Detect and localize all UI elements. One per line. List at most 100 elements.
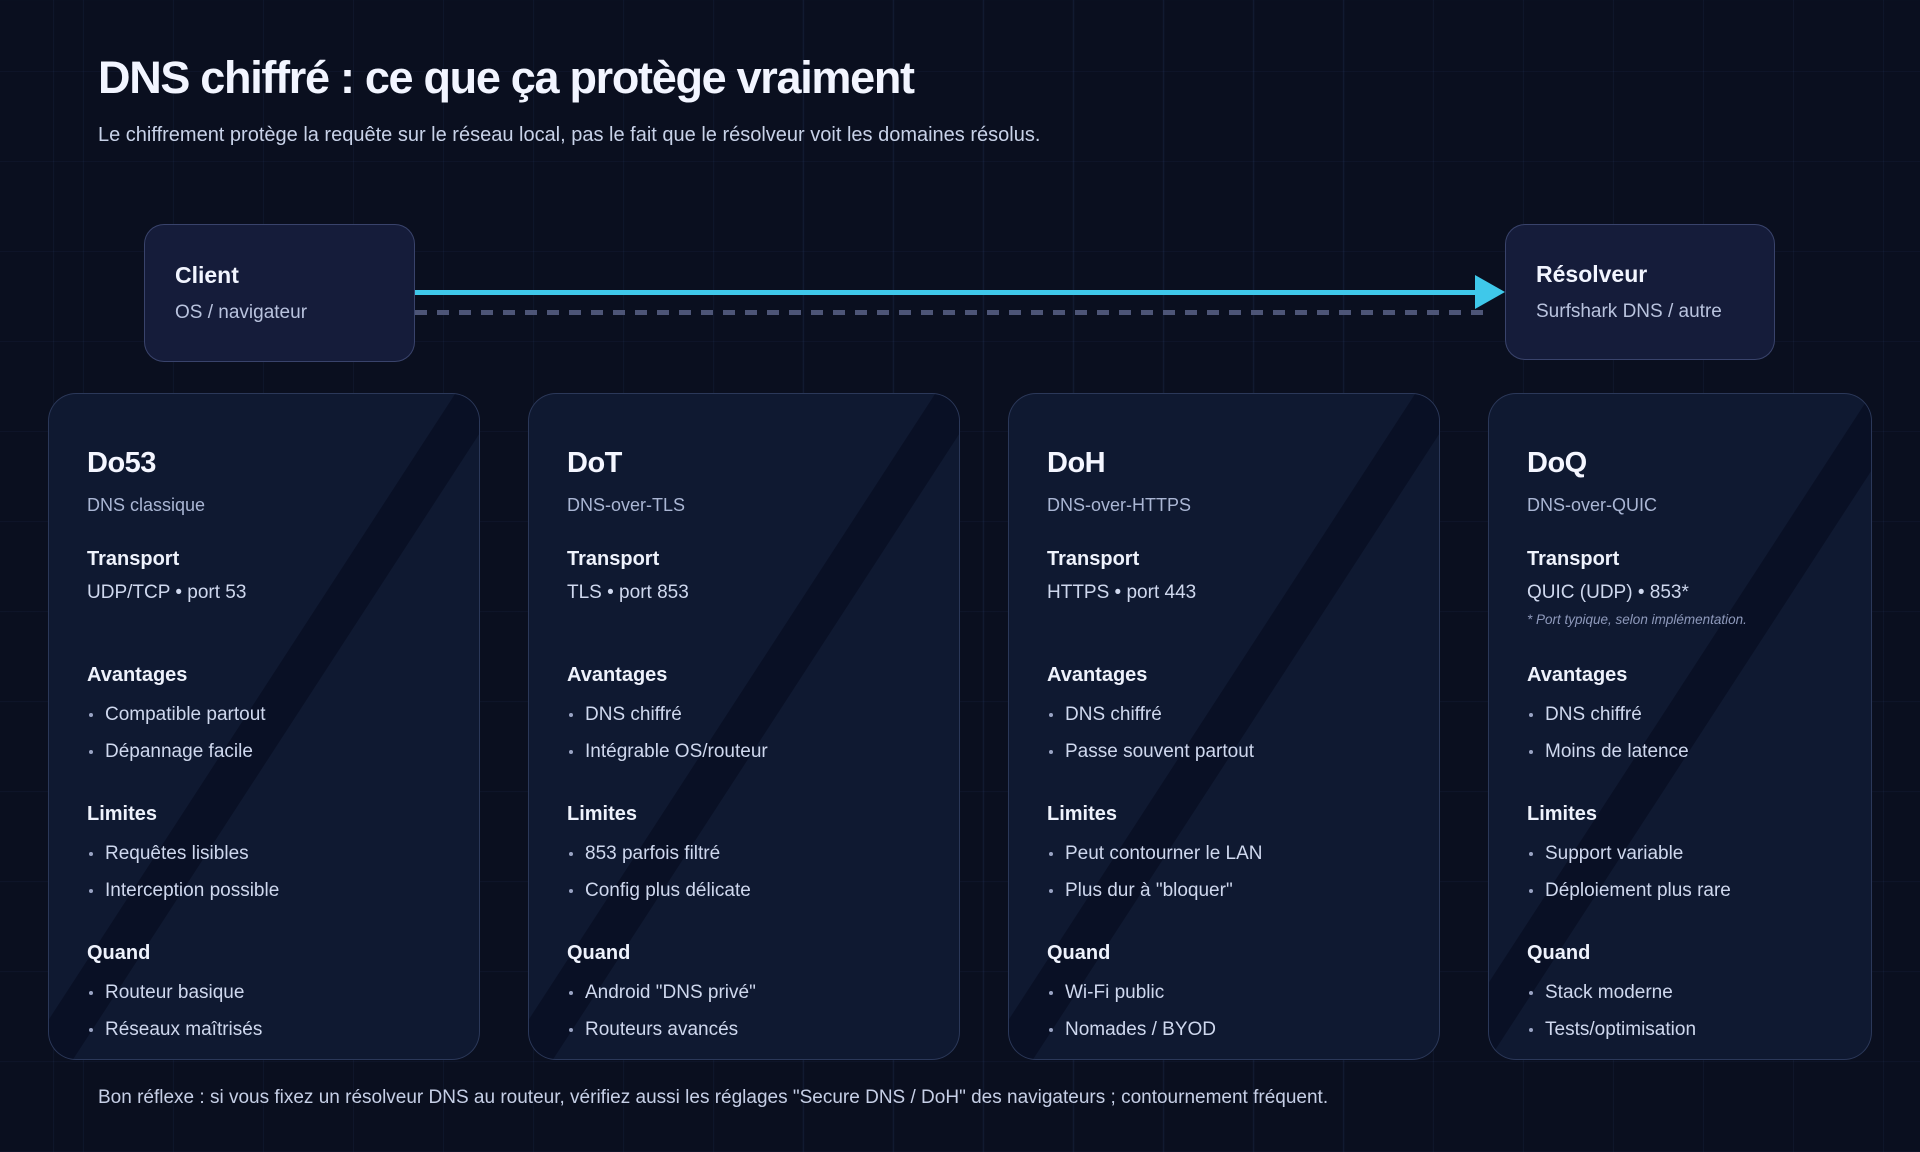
section-label: Quand — [567, 942, 631, 964]
list-item-text: Réseaux maîtrisés — [105, 1018, 263, 1040]
list-item-text: Android "DNS privé" — [585, 981, 756, 1003]
card-subtitle: DNS classique — [87, 495, 206, 515]
card-title: DoQ — [1527, 447, 1587, 479]
list-item: Passe souvent partout — [1047, 733, 1403, 770]
list-item-text: DNS chiffré — [1545, 703, 1642, 725]
list-item-text: Compatible partout — [105, 703, 266, 725]
section-label: Quand — [87, 942, 151, 964]
card-do53-content: Do53 DNS classique Transport UDP/TCP • p… — [87, 446, 443, 1048]
section-transport: Transport HTTPS • port 443 — [1047, 547, 1403, 663]
section-limits: Limites Support variable Déploiement plu… — [1527, 802, 1835, 909]
card-doq: DoQ DNS-over-QUIC Transport QUIC (UDP) •… — [1488, 393, 1872, 1060]
card-doh: DoH DNS-over-HTTPS Transport HTTPS • por… — [1008, 393, 1440, 1060]
list-item-text: Peut contourner le LAN — [1065, 842, 1263, 864]
page-title: DNS chiffré : ce que ça protège vraiment — [98, 52, 915, 103]
section-label: Transport — [87, 548, 180, 570]
transport-value: HTTPS • port 443 — [1047, 582, 1197, 603]
section-advantages: Avantages DNS chiffré Passe souvent part… — [1047, 663, 1403, 770]
page-subtitle: Le chiffrement protège la requête sur le… — [98, 123, 1041, 146]
section-advantages: Avantages DNS chiffré Intégrable OS/rout… — [567, 663, 923, 770]
section-limits: Limites Peut contourner le LAN Plus dur … — [1047, 802, 1403, 909]
resolver-title: Résolveur — [1536, 261, 1648, 287]
list-item-text: Requêtes lisibles — [105, 842, 249, 864]
section-label: Limites — [1527, 803, 1598, 825]
client-box: Client OS / navigateur — [144, 224, 415, 362]
list-item: Support variable — [1527, 835, 1835, 872]
card-title: DoT — [567, 447, 622, 479]
section-label: Quand — [1047, 942, 1111, 964]
card-title: DoH — [1047, 447, 1106, 479]
transport-footnote: * Port typique, selon implémentation. — [1527, 612, 1747, 627]
section-label: Transport — [1047, 548, 1140, 570]
section-when: Quand Stack moderne Tests/optimisation — [1527, 941, 1835, 1048]
list-item: Dépannage facile — [87, 733, 443, 770]
list-item-text: Tests/optimisation — [1545, 1018, 1697, 1040]
card-doh-content: DoH DNS-over-HTTPS Transport HTTPS • por… — [1047, 446, 1403, 1048]
card-subtitle: DNS-over-TLS — [567, 495, 686, 515]
card-dot: DoT DNS-over-TLS Transport TLS • port 85… — [528, 393, 960, 1060]
client-subtitle: OS / navigateur — [175, 302, 308, 323]
list-item: Réseaux maîtrisés — [87, 1011, 443, 1048]
page-header: DNS chiffré : ce que ça protège vraiment… — [98, 52, 1040, 148]
list-item: Tests/optimisation — [1527, 1011, 1835, 1048]
transport-value: UDP/TCP • port 53 — [87, 582, 247, 603]
section-label: Quand — [1527, 942, 1591, 964]
card-subtitle: DNS-over-HTTPS — [1047, 495, 1192, 515]
section-label: Avantages — [1047, 664, 1148, 686]
section-when: Quand Wi-Fi public Nomades / BYOD — [1047, 941, 1403, 1048]
list-item-text: Passe souvent partout — [1065, 740, 1255, 762]
section-label: Limites — [567, 803, 638, 825]
list-item-text: Support variable — [1545, 842, 1684, 864]
list-item: Interception possible — [87, 872, 443, 909]
list-item-text: Routeurs avancés — [585, 1018, 739, 1040]
list-item-text: DNS chiffré — [1065, 703, 1162, 725]
encrypted-query-arrow-line — [415, 290, 1475, 295]
list-item: Requêtes lisibles — [87, 835, 443, 872]
list-item: Intégrable OS/routeur — [567, 733, 923, 770]
list-item: DNS chiffré — [1047, 696, 1403, 733]
section-advantages: Avantages DNS chiffré Moins de latence — [1527, 663, 1835, 770]
section-label: Limites — [1047, 803, 1118, 825]
list-item: Wi-Fi public — [1047, 974, 1403, 1011]
list-item: DNS chiffré — [567, 696, 923, 733]
card-subtitle: DNS-over-QUIC — [1527, 495, 1658, 515]
list-item-text: Plus dur à "bloquer" — [1065, 879, 1233, 901]
list-item: Config plus délicate — [567, 872, 923, 909]
card-title: Do53 — [87, 447, 156, 479]
resolver-box: Résolveur Surfshark DNS / autre — [1505, 224, 1775, 360]
card-doq-content: DoQ DNS-over-QUIC Transport QUIC (UDP) •… — [1527, 446, 1835, 1048]
section-when: Quand Routeur basique Réseaux maîtrisés — [87, 941, 443, 1048]
arrow-head-icon — [1475, 275, 1505, 309]
card-dot-content: DoT DNS-over-TLS Transport TLS • port 85… — [567, 446, 923, 1048]
section-when: Quand Android "DNS privé" Routeurs avanc… — [567, 941, 923, 1048]
list-item: Stack moderne — [1527, 974, 1835, 1011]
plain-path-dashed-line — [415, 310, 1491, 315]
section-label: Avantages — [87, 664, 188, 686]
section-label: Transport — [1527, 548, 1620, 570]
list-item: 853 parfois filtré — [567, 835, 923, 872]
list-item: Plus dur à "bloquer" — [1047, 872, 1403, 909]
section-transport: Transport TLS • port 853 — [567, 547, 923, 663]
list-item: DNS chiffré — [1527, 696, 1835, 733]
list-item-text: Déploiement plus rare — [1545, 879, 1731, 901]
section-advantages: Avantages Compatible partout Dépannage f… — [87, 663, 443, 770]
protocol-cards-row: Do53 DNS classique Transport UDP/TCP • p… — [48, 393, 1872, 1060]
list-item-text: Stack moderne — [1545, 981, 1673, 1003]
transport-value: TLS • port 853 — [567, 582, 689, 603]
list-item-text: Routeur basique — [105, 981, 245, 1003]
resolver-subtitle: Surfshark DNS / autre — [1536, 301, 1722, 322]
list-item: Routeur basique — [87, 974, 443, 1011]
list-item-text: Config plus délicate — [585, 879, 751, 901]
list-item-text: 853 parfois filtré — [585, 842, 721, 864]
list-item: Peut contourner le LAN — [1047, 835, 1403, 872]
list-item: Nomades / BYOD — [1047, 1011, 1403, 1048]
list-item-text: Intégrable OS/routeur — [585, 740, 768, 762]
section-label: Avantages — [567, 664, 668, 686]
transport-value: QUIC (UDP) • 853* — [1527, 582, 1689, 603]
card-do53: Do53 DNS classique Transport UDP/TCP • p… — [48, 393, 480, 1060]
list-item: Routeurs avancés — [567, 1011, 923, 1048]
list-item: Android "DNS privé" — [567, 974, 923, 1011]
section-limits: Limites Requêtes lisibles Interception p… — [87, 802, 443, 909]
footer-note: Bon réflexe : si vous fixez un résolveur… — [98, 1087, 1329, 1108]
list-item-text: DNS chiffré — [585, 703, 682, 725]
